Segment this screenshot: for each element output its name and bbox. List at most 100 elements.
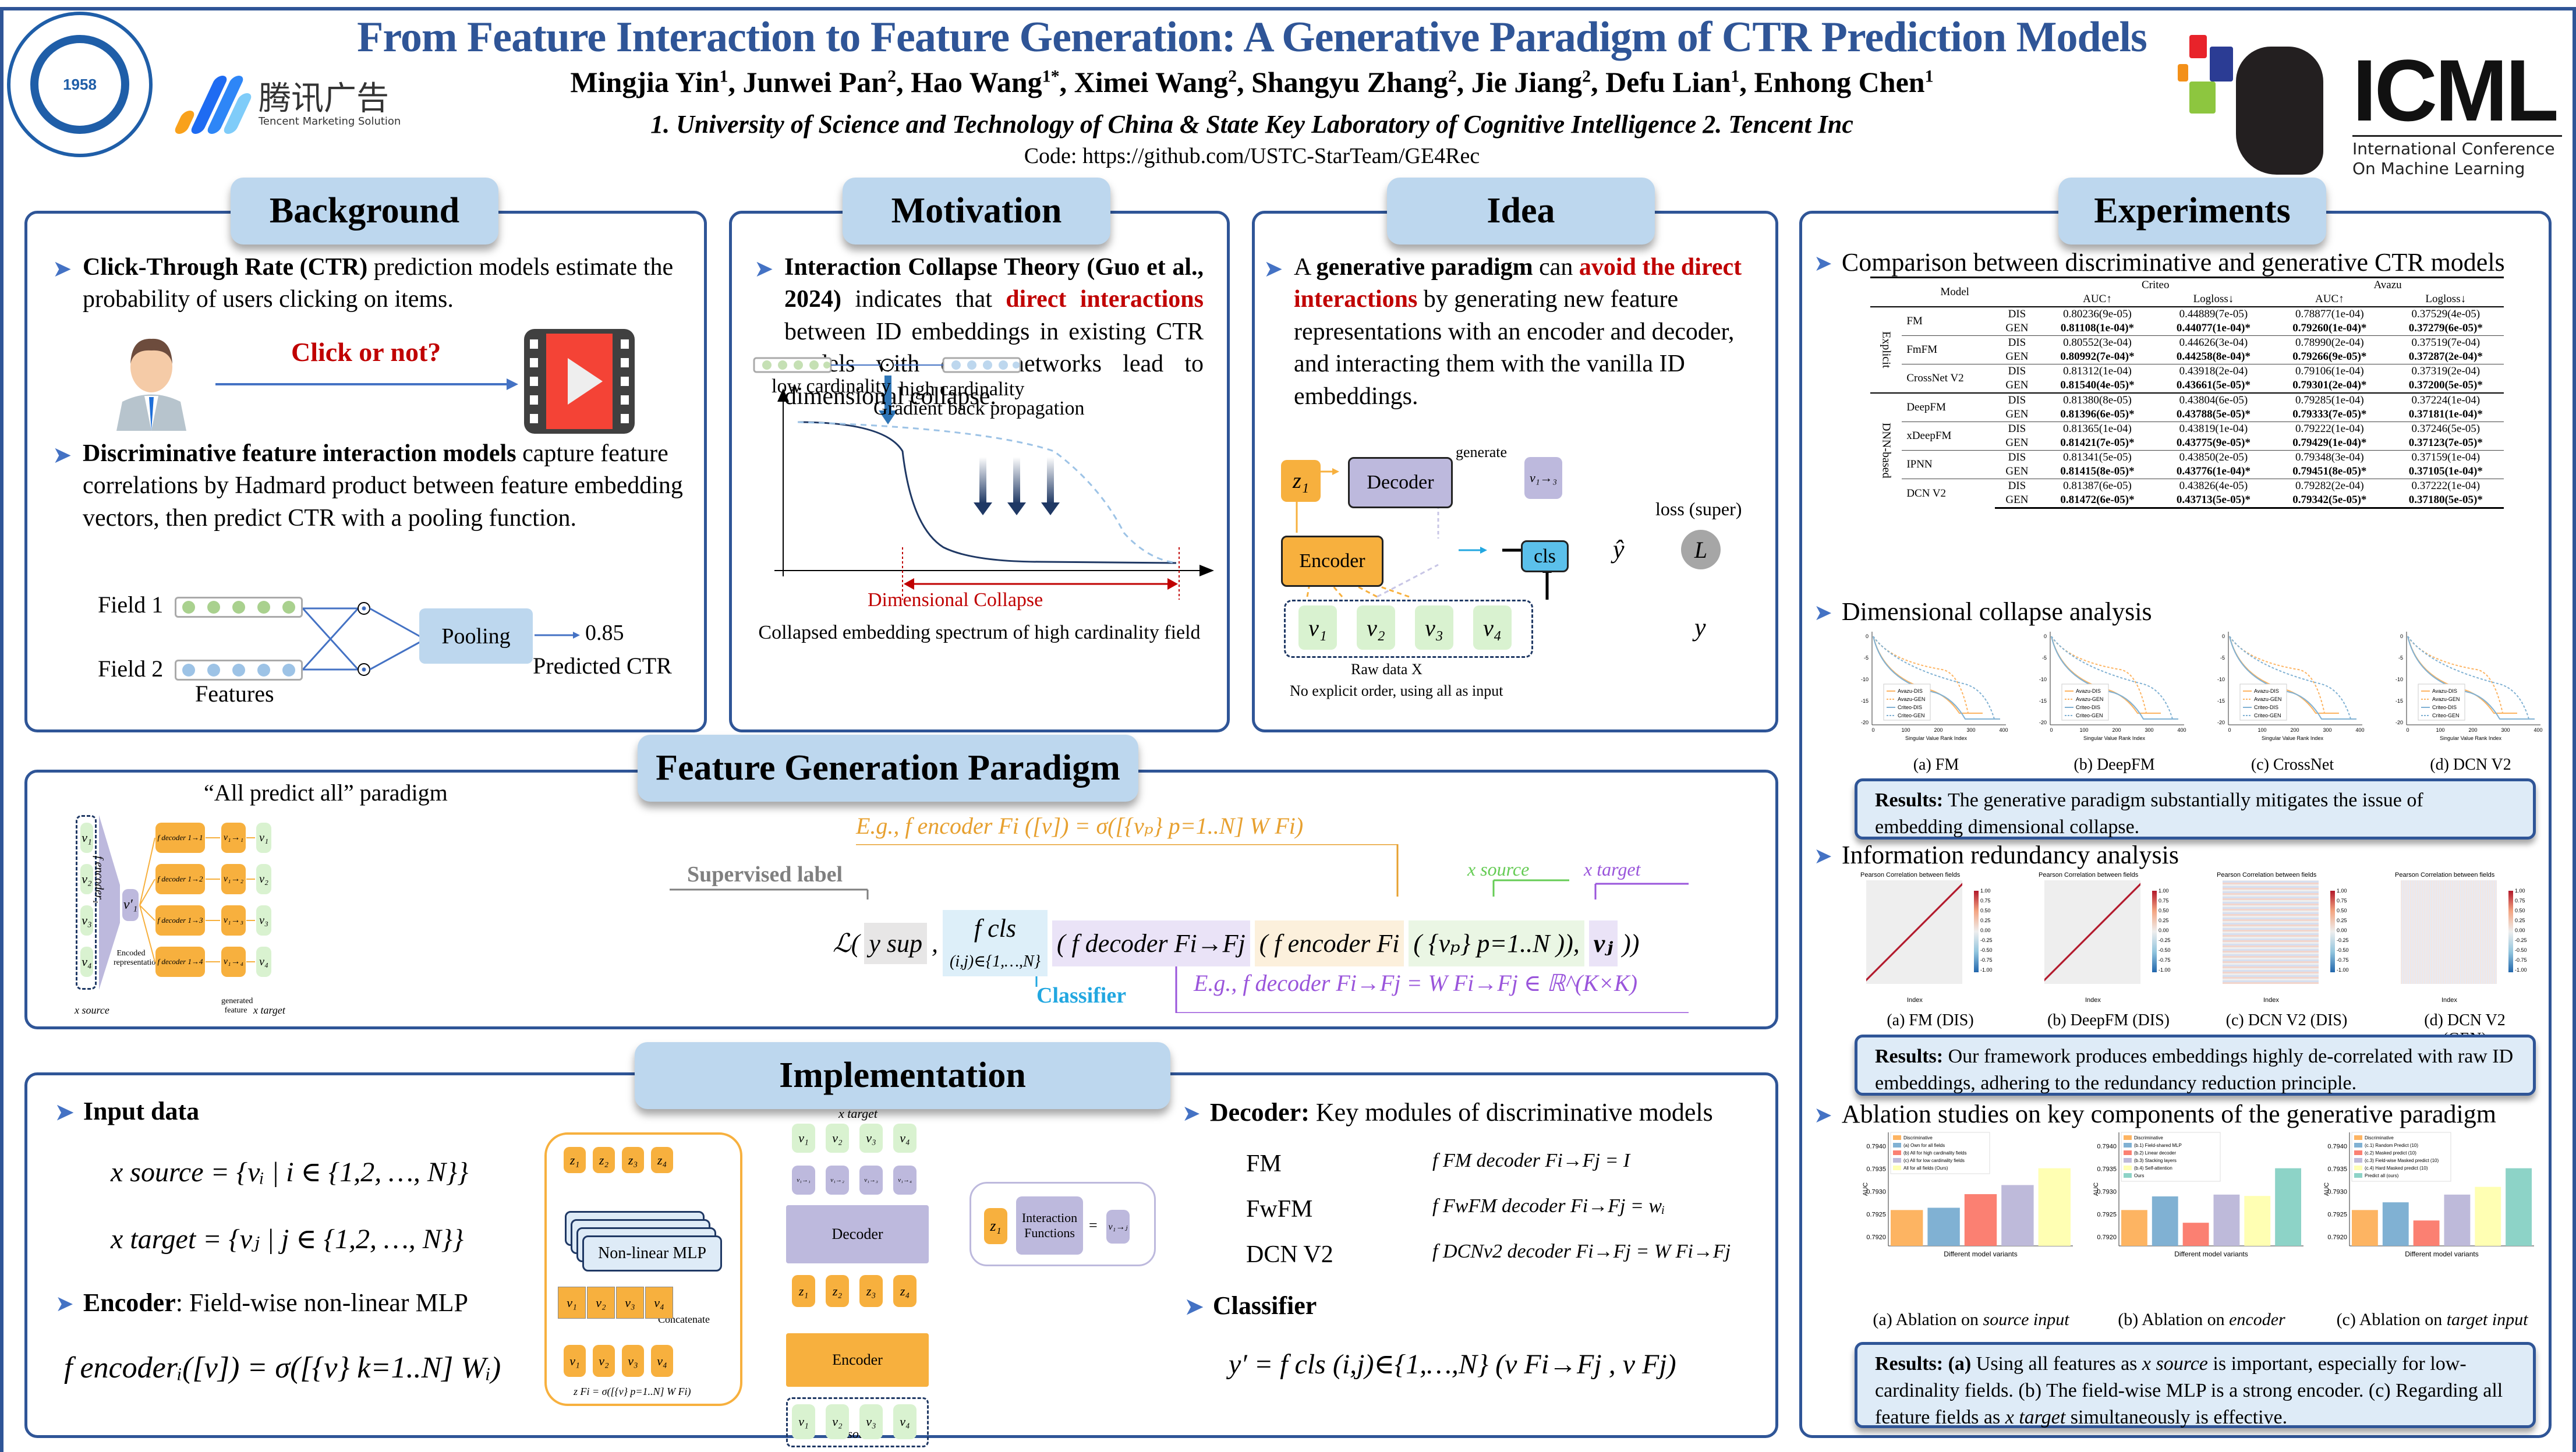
bullet-arrow-icon: ➤ (1264, 256, 1283, 282)
collapse-caption: (a) FM (1913, 756, 1959, 774)
paradigm-title: Feature Generation Paradigm (638, 735, 1138, 802)
impl-interaction-z1: z₁ (984, 1208, 1007, 1244)
legend-swatch (2354, 1173, 2362, 1178)
legend-box (2351, 1132, 2451, 1182)
apa-arrows (139, 815, 278, 990)
cell-gen: 0.37181(1e-04)* (2408, 408, 2483, 420)
legend-label: (c.2) Masked predict (10) (2365, 1150, 2416, 1156)
author: Jie Jiang (1471, 66, 1583, 98)
field2-label: Field 2 (98, 656, 164, 682)
colorbar-tick: -1.00 (2515, 967, 2527, 973)
impl-z: z₃ (859, 1275, 883, 1307)
idea-title: Idea (1387, 178, 1655, 245)
legend-swatch (2124, 1150, 2132, 1155)
x-axis-label: Different model variants (1944, 1250, 2018, 1258)
high-cardinality-label: high cardinality (900, 378, 1025, 400)
colorbar-tick: -0.75 (2515, 957, 2527, 963)
formula-vj: vⱼ (1588, 920, 1618, 966)
collapse-head: ➤Dimensional collapse analysis (1814, 597, 2152, 626)
apa-source-group (76, 815, 97, 990)
collapse-ytick: -15 (2395, 698, 2403, 704)
apa-target-v: v₂ (256, 864, 271, 894)
apa-decoder: f decoder 1→2 (155, 864, 205, 894)
colorbar-tick: -0.50 (2159, 947, 2171, 953)
legend-swatch (1893, 1150, 1901, 1155)
impl-concat-v: v₁ (558, 1287, 586, 1319)
colorbar-tick: 1.00 (2337, 888, 2347, 894)
author-list: Mingjia Yin1, Junwei Pan2, Hao Wang1*, X… (570, 66, 1934, 98)
model-name: CrossNet V2 (1902, 364, 1995, 393)
predicted-ctr-label: Predicted CTR (533, 653, 672, 679)
bullet-arrow-icon: ➤ (1814, 844, 1832, 869)
author: Mingjia Yin (570, 66, 720, 98)
supervised-label: Supervised label (687, 862, 843, 887)
collapse-xlabel: Singular Value Rank Index (2262, 735, 2323, 741)
collapse-legend: Criteo-GEN (2432, 713, 2460, 718)
cell-dis: 0.43918(2e-04) (2155, 364, 2272, 378)
motivation-caption: Collapsed embedding spectrum of high car… (758, 622, 1201, 643)
cell-gen: 0.44258(8e-04)* (2176, 350, 2251, 363)
author-affiliation-mark: 1 (719, 66, 728, 86)
legend-swatch (2124, 1166, 2132, 1170)
legend-swatch (1893, 1135, 1901, 1140)
cell-dis: 0.43819(1e-04) (2155, 422, 2272, 436)
bar (1927, 1207, 1960, 1246)
bar (2275, 1168, 2301, 1246)
impl-interaction-eq: = (1089, 1217, 1098, 1234)
colorbar-tick: -0.25 (2337, 937, 2349, 943)
collapse-ytick: 0 (2222, 633, 2225, 639)
ablation-head: ➤Ablation studies on key components of t… (1814, 1100, 2496, 1128)
collapse-xtick: 300 (2145, 727, 2153, 733)
impl-z: z₁ (792, 1275, 815, 1307)
col-metric: Logloss↓ (2425, 293, 2467, 305)
code-link[interactable]: Code: https://github.com/USTC-StarTeam/G… (1024, 144, 1480, 168)
apa-generated-v: v₁→₄ (221, 947, 246, 977)
cell-dis: 0.37519(7e-04) (2387, 335, 2504, 350)
apa-source-v: v₁ (80, 823, 93, 853)
legend-label: Predict all (ours) (2365, 1173, 2399, 1178)
legend-label: (b) All for high cardinality fields (1903, 1150, 1967, 1156)
idea-input-v2: v₂ (1357, 605, 1395, 650)
heatmap (2401, 880, 2497, 984)
cell-gen: 0.80992(7e-04)* (2060, 350, 2135, 363)
legend-swatch (1893, 1166, 1901, 1170)
impl-concat-v: v₃ (616, 1287, 644, 1319)
collapse-results: Results: The generative paradigm substan… (1855, 778, 2536, 840)
colorbar-tick: 0.25 (2515, 918, 2525, 923)
collapse-xtick: 400 (1999, 727, 2008, 733)
bullet-arrow-icon: ➤ (55, 1292, 74, 1316)
legend-label: (b.1) Field-shared MLP (2134, 1143, 2182, 1148)
impl-generated-v: v₁→₂ (826, 1166, 849, 1195)
collapse-ytick: 0 (2044, 633, 2047, 639)
impl-interaction-v1j: v₁→ⱼ (1106, 1210, 1130, 1244)
cell-gen: 0.79260(1e-04)* (2292, 322, 2367, 334)
bullet-arrow-icon: ➤ (55, 1100, 74, 1125)
apa-x-target: x target (253, 1004, 285, 1016)
cell-dis: 0.37529(4e-05) (2387, 306, 2504, 321)
colorbar-tick: -1.00 (1980, 967, 1993, 973)
affiliations: 1. University of Science and Technology … (650, 110, 1853, 139)
impl-generated-v: v₁→₃ (859, 1166, 883, 1195)
cell-dis: 0.37246(5e-05) (2387, 422, 2504, 436)
collapse-xtick: 400 (2177, 727, 2186, 733)
y-tick-label: 0.7940 (2097, 1143, 2117, 1150)
colorbar-tick: 0.25 (1980, 918, 1991, 923)
colorbar-tick: -1.00 (2337, 967, 2349, 973)
collapse-legend: Avazu-GEN (2076, 696, 2103, 702)
apa-generated-v: v₁→₃ (221, 905, 246, 936)
author-affiliation-mark: 2 (1228, 66, 1237, 86)
author: Shangyu Zhang (1251, 66, 1448, 98)
cell-gen: 0.81540(4e-05)* (2060, 379, 2135, 391)
ablation-caption: (b) Ablation on encoder (2118, 1310, 2285, 1329)
collapse-ytick: -10 (2395, 677, 2403, 682)
cell-dis: 0.80236(9e-05) (2039, 306, 2156, 321)
ustc-logo-year: 1958 (30, 35, 129, 134)
cell-gen: 0.37200(5e-05)* (2408, 379, 2483, 391)
legend-label: Ours (2134, 1173, 2144, 1178)
background-bullet-discriminative: ➤ Discriminative feature interaction mod… (52, 440, 683, 532)
formula-vp: ( {vₚ} p=1..N )), (1409, 920, 1584, 966)
